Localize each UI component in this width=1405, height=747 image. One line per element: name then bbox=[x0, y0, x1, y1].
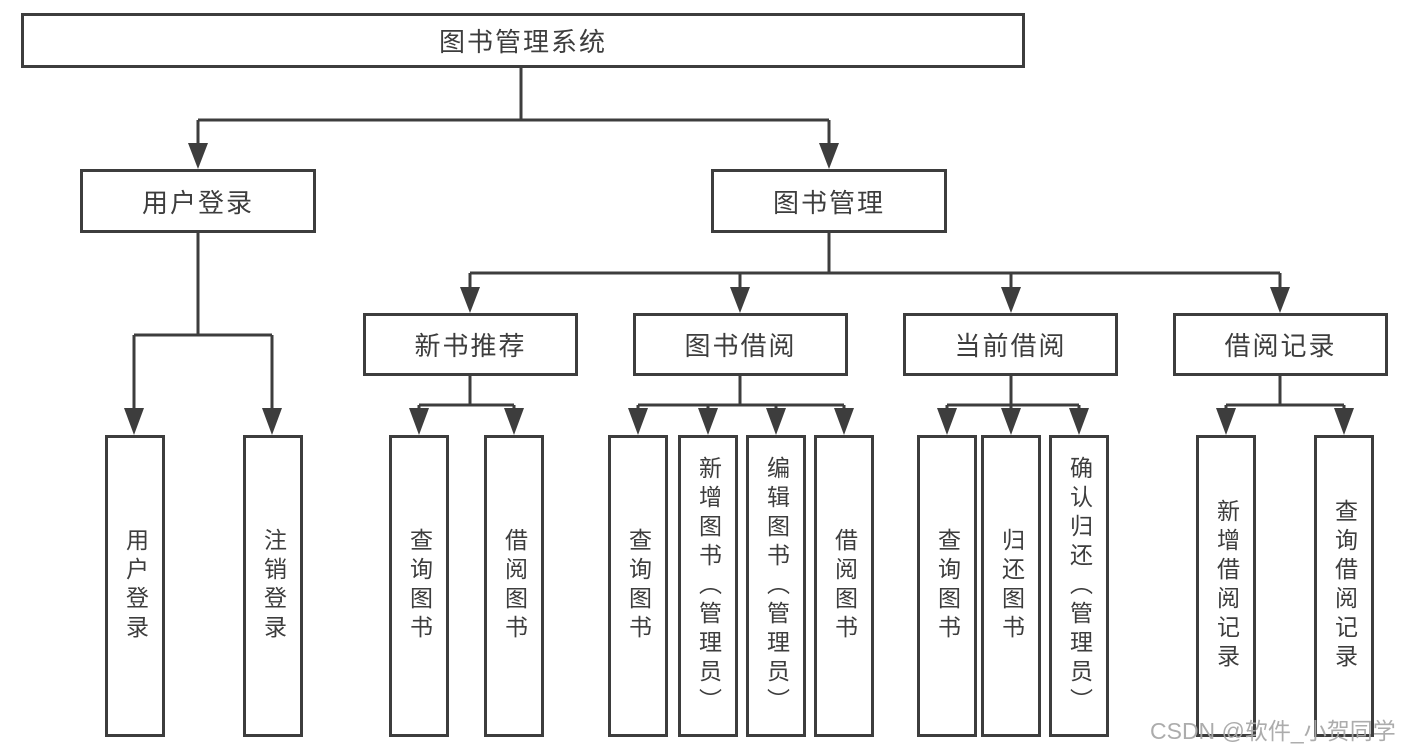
leaf-logout-login: 注销登录 bbox=[243, 435, 303, 737]
leaf-recommend-query-books: 查询图书 bbox=[389, 435, 449, 737]
node-user-login: 用户登录 bbox=[80, 169, 316, 233]
leaf-records-add-borrow-record: 新增借阅记录 bbox=[1196, 435, 1256, 737]
node-borrowing-records: 借阅记录 bbox=[1173, 313, 1388, 376]
leaf-current-confirm-return-admin: 确认归还（管理员） bbox=[1049, 435, 1109, 737]
leaf-borrowing-query-books: 查询图书 bbox=[608, 435, 668, 737]
watermark-text: CSDN @软件_小贺同学 bbox=[1150, 718, 1396, 744]
node-book-borrowing: 图书借阅 bbox=[633, 313, 848, 376]
leaf-borrowing-add-books-admin: 新增图书（管理员） bbox=[678, 435, 738, 737]
leaf-borrowing-borrow-books: 借阅图书 bbox=[814, 435, 874, 737]
arrowhead-icons bbox=[124, 143, 1354, 435]
node-root-library-management-system: 图书管理系统 bbox=[21, 13, 1025, 68]
leaf-recommend-borrow-books: 借阅图书 bbox=[484, 435, 544, 737]
node-book-management: 图书管理 bbox=[711, 169, 947, 233]
node-new-book-recommendation: 新书推荐 bbox=[363, 313, 578, 376]
leaf-current-query-books: 查询图书 bbox=[917, 435, 977, 737]
leaf-borrowing-edit-books-admin: 编辑图书（管理员） bbox=[746, 435, 806, 737]
node-current-borrowing: 当前借阅 bbox=[903, 313, 1118, 376]
leaf-records-query-borrow-record: 查询借阅记录 bbox=[1314, 435, 1374, 737]
leaf-current-return-books: 归还图书 bbox=[981, 435, 1041, 737]
leaf-user-login: 用户登录 bbox=[105, 435, 165, 737]
